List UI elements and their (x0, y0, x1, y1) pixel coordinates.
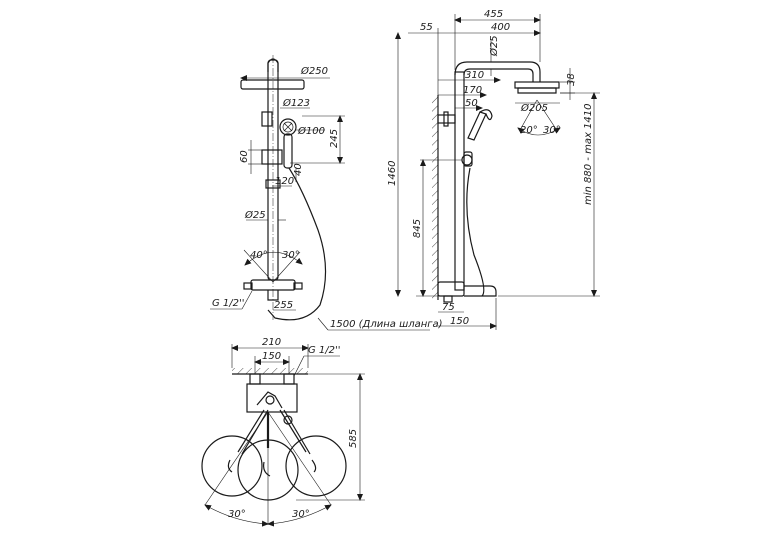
label-side-arm-diameter: Ø25 (488, 35, 500, 57)
side-arm (454, 61, 541, 82)
side-wall-hatch (432, 95, 438, 300)
top-wall-hatch (232, 368, 308, 374)
hose (267, 167, 327, 321)
side-mixer (437, 281, 465, 297)
label-top-angle-left: 30° (228, 509, 246, 520)
hand-shower-handle (283, 133, 293, 169)
top-view: 210 150 G 1/2'' 585 30° 30° (201, 337, 365, 527)
label-side-head-diameter: Ø205 (520, 102, 548, 114)
label-side-170: 170 (463, 85, 482, 96)
label-side-angle-right: 30° (543, 125, 561, 136)
top-circle-right (285, 435, 347, 497)
top-mixer (246, 383, 298, 413)
side-column (454, 71, 465, 291)
front-bracket-upper (261, 111, 273, 127)
side-head (514, 81, 560, 89)
label-front-40: 40 (293, 163, 304, 176)
label-side-75: 75 (442, 302, 455, 313)
label-side-150: 150 (450, 316, 469, 327)
label-front-245: 245 (329, 129, 340, 148)
front-view: Ø250 Ø123 Ø100 245 60 40 120 Ø25 40° 30° (210, 55, 443, 331)
label-front-120: 120 (275, 176, 294, 187)
label-front-255: 255 (274, 300, 293, 311)
label-front-angle-left: 40° (250, 250, 268, 261)
label-front-angle-right: 30° (282, 250, 300, 261)
top-circle-left (201, 435, 263, 497)
label-front-60: 60 (239, 150, 250, 163)
label-side-38: 38 (566, 73, 577, 86)
label-front-thread: G 1/2'' (212, 298, 245, 309)
label-side-845: 845 (412, 219, 423, 238)
hand-shower (279, 118, 297, 136)
label-top-150: 150 (262, 351, 281, 362)
label-side-50: 50 (465, 98, 478, 109)
label-side-310: 310 (465, 70, 484, 81)
label-front-rod-diameter: Ø25 (244, 209, 266, 221)
label-side-55: 55 (420, 22, 433, 33)
side-view: 455 55 400 Ø25 310 38 170 50 Ø205 20° 30… (387, 9, 600, 330)
label-top-thread: G 1/2'' (308, 345, 341, 356)
label-top-210: 210 (262, 337, 281, 348)
label-front-hand-diameter: Ø123 (282, 97, 310, 109)
label-side-400: 400 (491, 22, 510, 33)
side-hand-shower (467, 111, 487, 141)
front-head-plate (240, 79, 305, 90)
label-front-holder-diameter: Ø100 (297, 125, 325, 137)
label-hose-length: 1500 (Длина шланга) (330, 319, 443, 330)
label-side-angle-left: 20° (520, 125, 538, 136)
label-side-1460: 1460 (387, 161, 398, 186)
front-slider (261, 149, 283, 165)
front-mixer (250, 279, 296, 291)
label-top-585: 585 (348, 429, 359, 448)
label-side-455: 455 (484, 9, 503, 20)
label-top-angle-right: 30° (292, 509, 310, 520)
label-front-head-diameter: Ø250 (300, 65, 328, 77)
label-side-range: min 880 - max 1410 (583, 103, 594, 205)
